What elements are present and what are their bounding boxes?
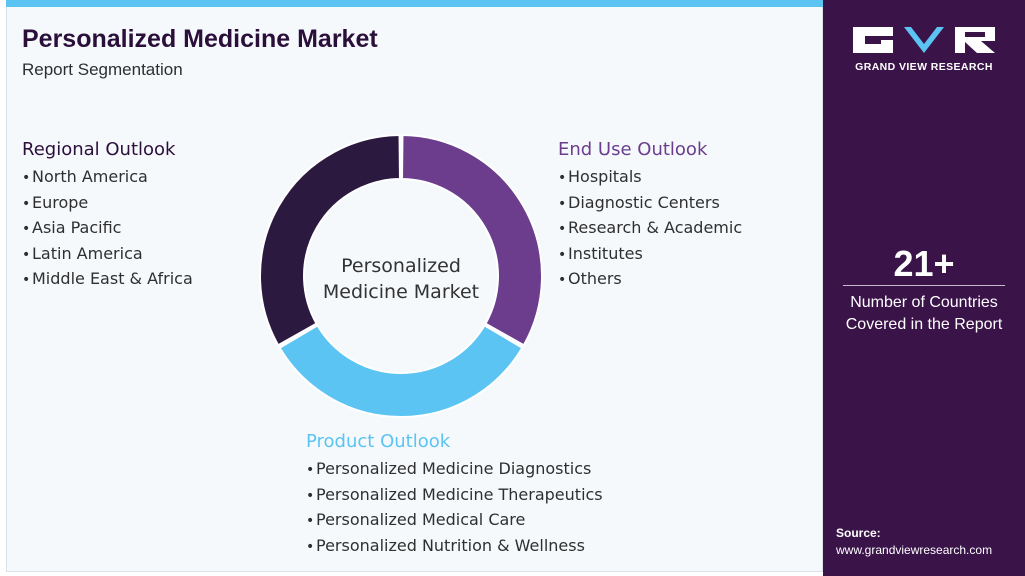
- list-item-label: Personalized Medicine Therapeutics: [316, 484, 603, 504]
- product-outlook: Product Outlook •Personalized Medicine D…: [306, 431, 603, 559]
- regional-outlook-list: •North America •Europe •Asia Pacific •La…: [22, 165, 193, 293]
- list-item-label: Others: [568, 269, 622, 289]
- list-item: •Personalized Medicine Diagnostics: [306, 459, 592, 478]
- donut-segment: [278, 324, 524, 418]
- stat-value: 21+: [893, 243, 955, 284]
- source-label: Source:: [836, 526, 881, 540]
- stat-line2: Covered in the Report: [845, 316, 1003, 333]
- list-item: •Research & Academic: [558, 218, 743, 238]
- list-item: •Personalized Medicine Therapeutics: [306, 484, 603, 504]
- list-item-label: Personalized Medical Care: [316, 510, 526, 530]
- list-item: •Personalized Nutrition & Wellness: [306, 535, 585, 555]
- segmentation-donut: [259, 133, 543, 418]
- list-item-label: Diagnostic Centers: [568, 192, 720, 212]
- donut-center-line1: Personalized: [341, 255, 461, 277]
- end-use-outlook-list: •Hospitals •Diagnostic Centers •Research…: [558, 165, 742, 293]
- list-item: •Institutes: [558, 243, 643, 263]
- list-item-label: Europe: [32, 192, 89, 212]
- top-accent-bar: [6, 0, 823, 7]
- list-item: •Hospitals: [558, 167, 642, 186]
- donut-segment: [401, 133, 543, 347]
- list-item: •Diagnostic Centers: [558, 192, 720, 212]
- donut-center-line2: Medicine Market: [322, 281, 480, 303]
- stat-description: Number of Countries Covered in the Repor…: [823, 292, 1025, 336]
- donut-center-label: Personalized Medicine Market: [300, 253, 502, 305]
- page-subtitle: Report Segmentation: [22, 60, 183, 79]
- sidebar: [823, 0, 1025, 576]
- list-item-label: Personalized Medicine Diagnostics: [316, 459, 592, 478]
- product-outlook-title: Product Outlook: [306, 431, 451, 452]
- list-item: •Personalized Medical Care: [306, 510, 526, 530]
- donut-segment: [259, 133, 401, 347]
- end-use-outlook-title: End Use Outlook: [558, 139, 708, 160]
- list-item: •North America: [22, 167, 148, 186]
- list-item-label: Middle East & Africa: [32, 269, 193, 289]
- list-item-label: Personalized Nutrition & Wellness: [316, 535, 585, 555]
- list-item-label: Latin America: [32, 243, 143, 263]
- page-title: Personalized Medicine Market: [22, 25, 378, 53]
- list-item-label: Research & Academic: [568, 218, 743, 238]
- list-item: •Middle East & Africa: [22, 269, 193, 289]
- source-link[interactable]: www.grandviewresearch.com: [836, 543, 993, 557]
- brand-name: GRAND VIEW RESEARCH: [855, 61, 993, 73]
- list-item: •Others: [558, 269, 622, 289]
- list-item-label: North America: [32, 167, 148, 186]
- list-item-label: Hospitals: [568, 167, 642, 186]
- regional-outlook-title: Regional Outlook: [22, 139, 176, 160]
- list-item: •Europe: [22, 192, 89, 212]
- list-item-label: Institutes: [568, 243, 643, 263]
- regional-outlook: Regional Outlook •North America •Europe …: [22, 139, 193, 293]
- list-item-label: Asia Pacific: [32, 218, 122, 238]
- main-panel: [6, 6, 823, 572]
- list-item: •Asia Pacific: [22, 218, 122, 238]
- stat-line1: Number of Countries: [850, 294, 998, 311]
- end-use-outlook: End Use Outlook •Hospitals •Diagnostic C…: [558, 139, 742, 293]
- gvr-logo-icon: [853, 27, 995, 53]
- list-item: •Latin America: [22, 243, 143, 263]
- product-outlook-list: •Personalized Medicine Diagnostics •Pers…: [306, 457, 603, 559]
- stat-divider: [843, 285, 1005, 286]
